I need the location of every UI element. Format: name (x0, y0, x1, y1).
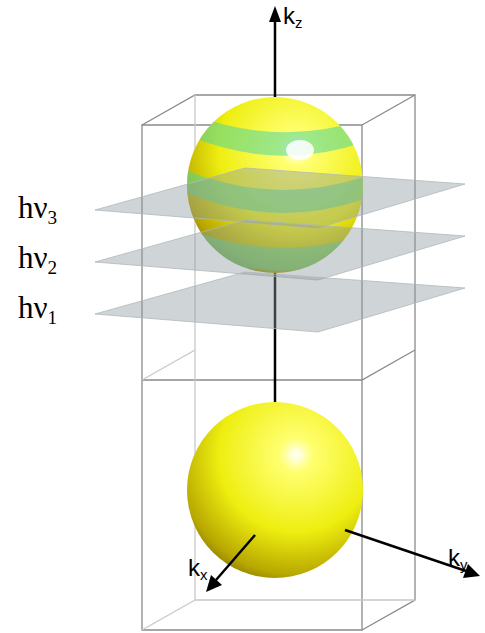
box-divider (142, 350, 415, 380)
label-base: k (188, 554, 200, 581)
label-subscript: 1 (48, 307, 58, 328)
highlight (286, 140, 314, 160)
axis-label: ky (448, 546, 467, 570)
fermi-sphere (187, 402, 363, 578)
label-subscript: y (460, 557, 467, 573)
axis-label: kz (283, 4, 302, 28)
arrow-head (269, 6, 281, 22)
box-edge (362, 95, 415, 125)
box-hidden-edge (142, 350, 195, 380)
band (180, 110, 370, 156)
kx-axis (216, 535, 255, 580)
label-base: k (448, 544, 460, 571)
label-base: hν (18, 290, 48, 325)
axis-label: kx (188, 556, 207, 580)
label-subscript: 3 (48, 207, 58, 228)
label-subscript: x (200, 567, 207, 583)
axis-line (274, 20, 277, 97)
ky-axis (345, 530, 466, 571)
label-subscript: z (295, 15, 302, 31)
arrow-head (206, 575, 222, 592)
photon-planes (95, 168, 465, 332)
label-base: hν (18, 190, 48, 225)
photon-energy-label: hν1 (18, 292, 57, 323)
label-subscript: 2 (48, 257, 58, 278)
photon-energy-label: hν3 (18, 192, 57, 223)
plane (95, 168, 465, 228)
plane (95, 272, 465, 332)
plane (95, 220, 465, 280)
photon-energy-label: hν2 (18, 242, 57, 273)
label-base: hν (18, 240, 48, 275)
label-base: k (283, 2, 295, 29)
box-hidden-edge (142, 600, 195, 630)
